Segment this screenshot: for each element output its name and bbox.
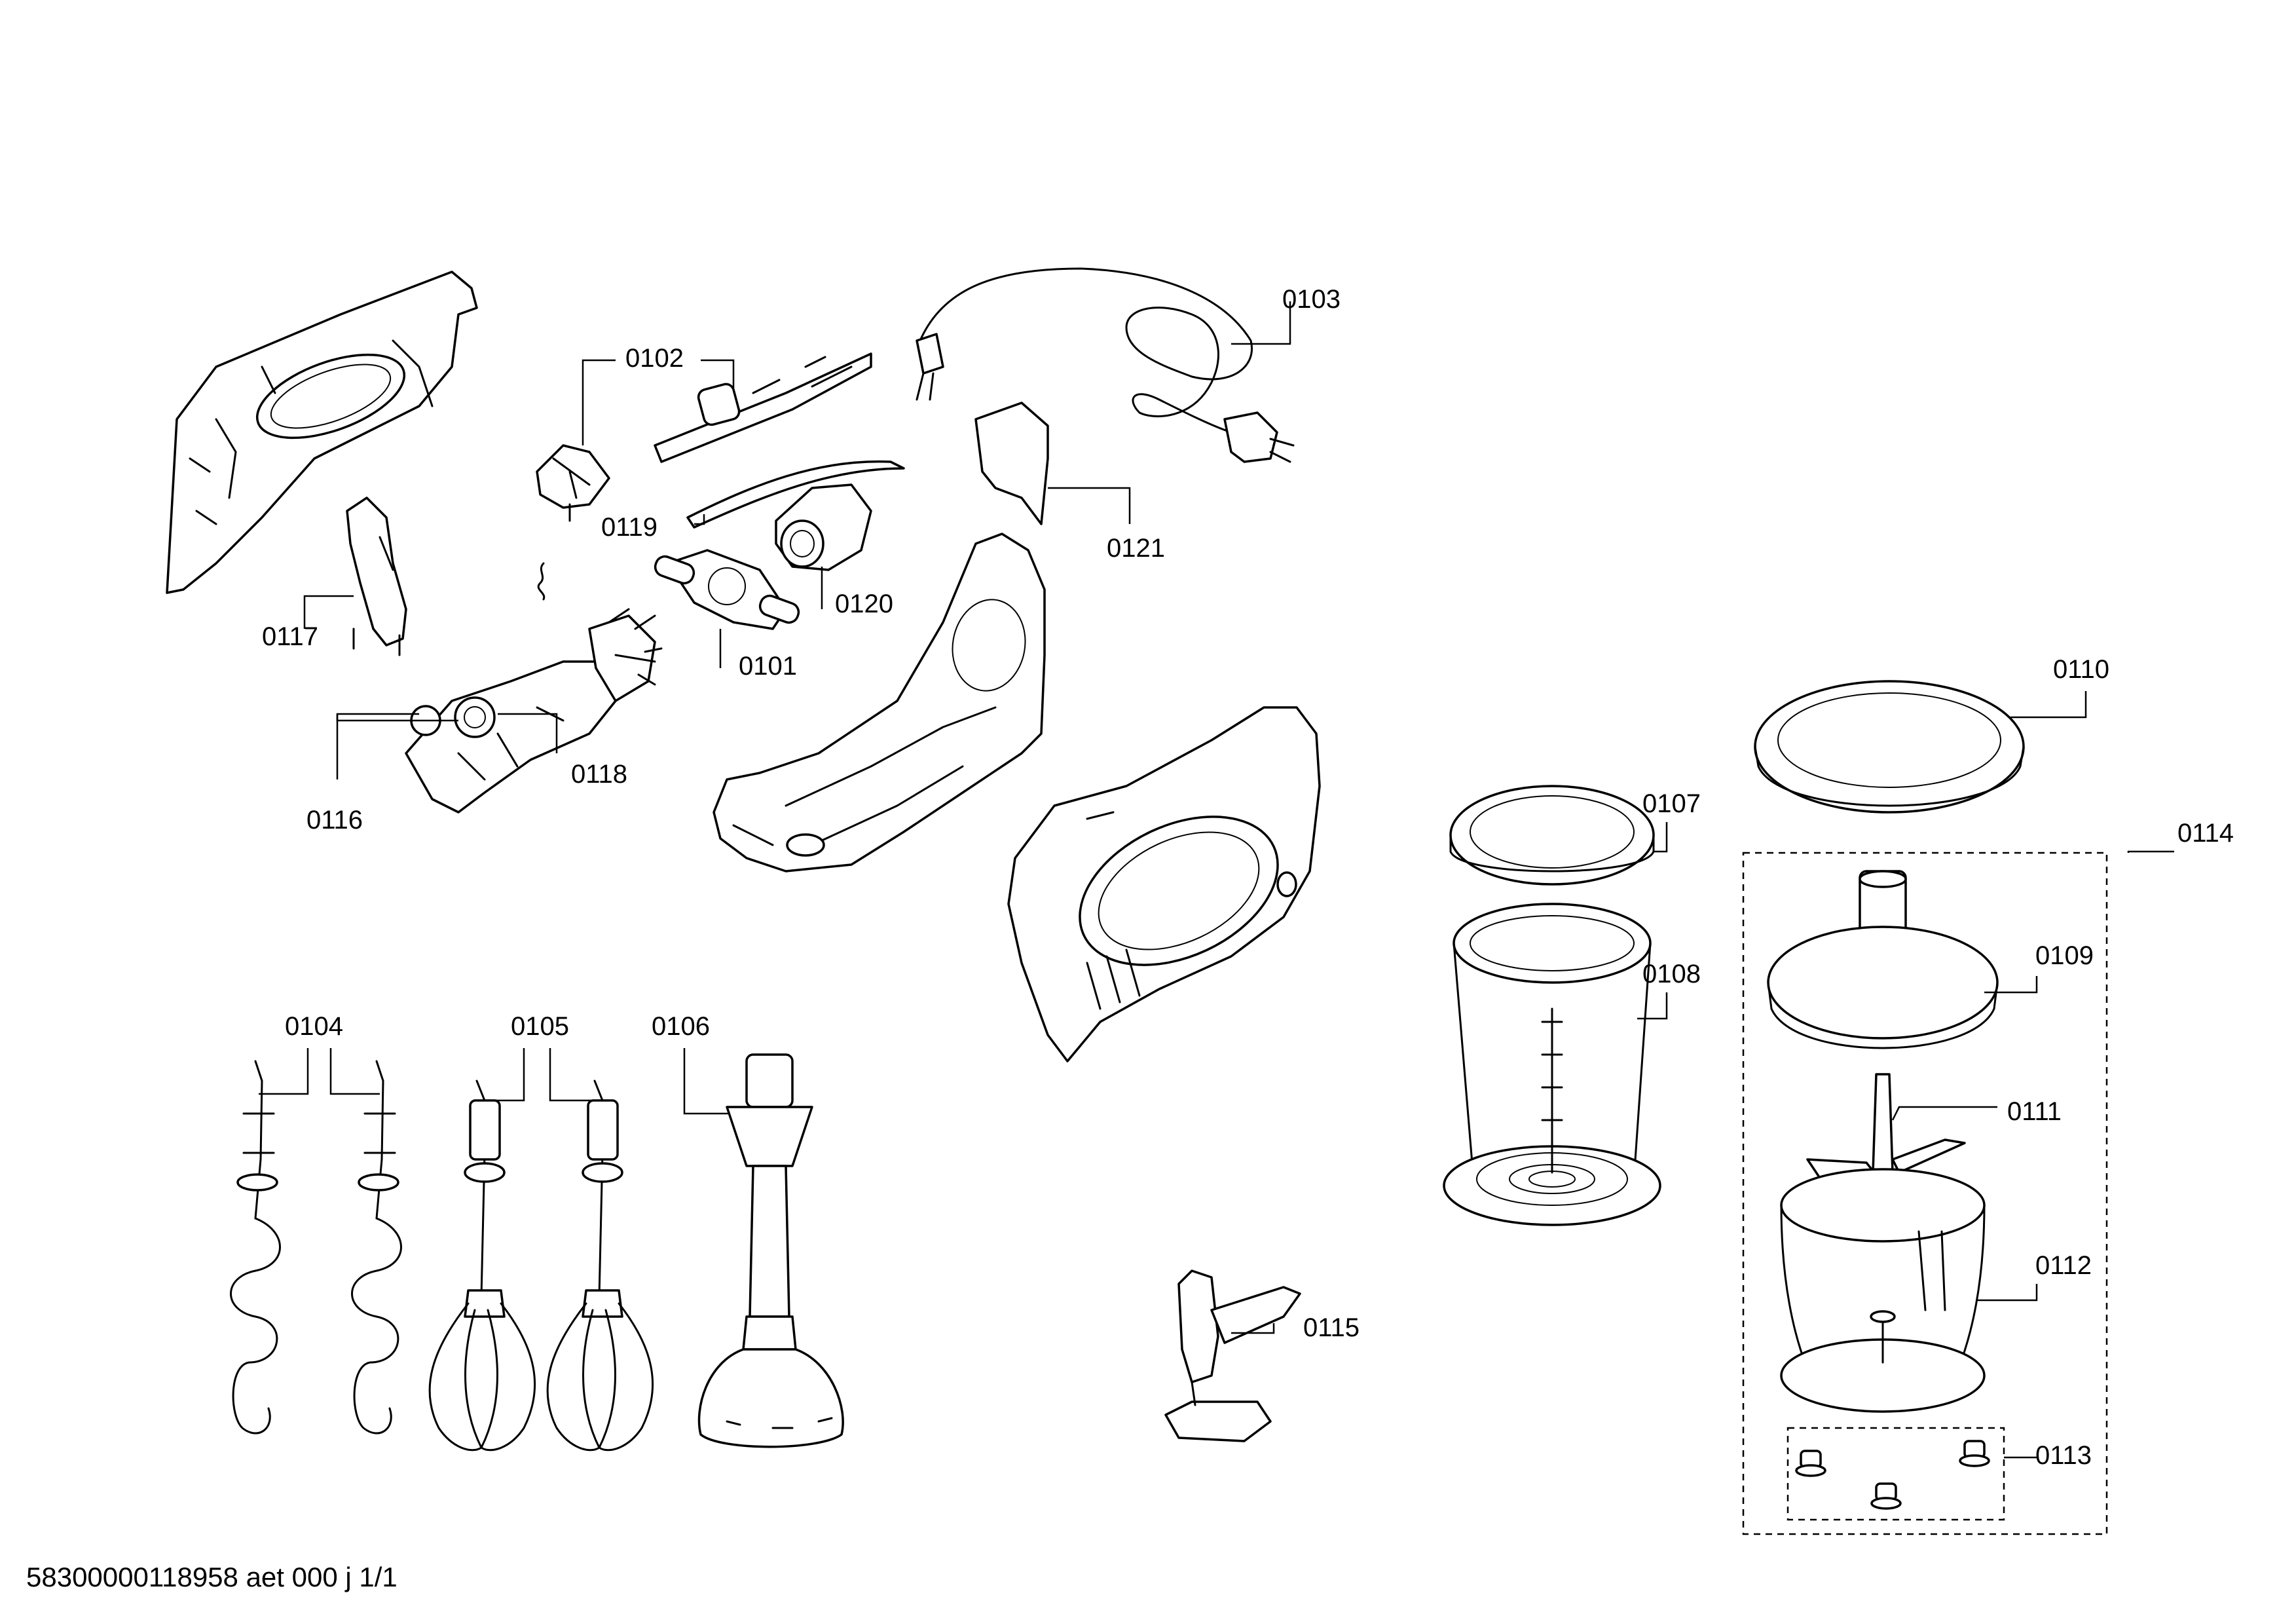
label-0112: 0112 (2035, 1251, 2092, 1280)
chopper-lid-part (1767, 870, 1999, 1049)
label-0109: 0109 (2035, 941, 2094, 970)
chopper-assembly-frame (1742, 852, 2108, 1535)
label-0111: 0111 (2007, 1097, 2062, 1126)
gear-part (654, 549, 800, 630)
label-0103: 0103 (1282, 285, 1341, 314)
label-0102: 0102 (625, 344, 684, 373)
outer-housing-part (1007, 706, 1321, 1062)
label-0114: 0114 (2177, 819, 2234, 848)
feet-frame (1787, 1427, 2005, 1521)
label-0106: 0106 (652, 1012, 710, 1041)
power-cord-part (916, 267, 1295, 463)
handle-support-part (346, 497, 407, 656)
switch-board-part (654, 352, 872, 463)
leader-lines (259, 301, 2174, 1459)
whisk-right-part (546, 1079, 654, 1452)
switch-knob-part (536, 444, 610, 522)
label-0104: 0104 (285, 1012, 343, 1041)
label-0118: 0118 (571, 760, 627, 789)
label-0101: 0101 (739, 652, 797, 681)
label-0107: 0107 (1642, 789, 1701, 818)
label-0105: 0105 (511, 1012, 569, 1041)
flat-cable-part (686, 460, 905, 529)
upper-housing-part (166, 271, 478, 594)
label-0113: 0113 (2035, 1441, 2092, 1470)
label-0121: 0121 (1107, 534, 1165, 563)
label-0116: 0116 (306, 806, 363, 835)
beaker-lid-part (1449, 785, 1655, 886)
rubber-foot-bottom-part (1870, 1482, 1902, 1510)
label-0108: 0108 (1642, 960, 1701, 988)
spring-part (537, 562, 546, 601)
label-0119: 0119 (601, 513, 657, 542)
drive-bushing-part (775, 483, 872, 571)
chopper-blade-part (1806, 1073, 1966, 1180)
rubber-foot-right-part (1959, 1440, 1990, 1467)
blender-stick-part (697, 1053, 844, 1448)
dough-hook-right-part (351, 1060, 402, 1435)
chopper-bowl-part (1780, 1168, 1986, 1413)
label-0120: 0120 (835, 590, 893, 618)
label-0110: 0110 (2053, 655, 2109, 684)
beaker-part (1443, 903, 1661, 1226)
whisk-left-part (428, 1079, 536, 1452)
document-id-footer: 58300000118958 aet 000 j 1/1 (26, 1562, 398, 1592)
lower-housing-part (713, 533, 1046, 873)
motor-assembly-part (405, 608, 663, 814)
blade-insert-part (1164, 1269, 1301, 1442)
dough-hook-left-part (230, 1060, 281, 1435)
label-0115: 0115 (1303, 1313, 1360, 1342)
label-0117: 0117 (262, 622, 318, 651)
seal-ring-part (1754, 680, 2025, 814)
cover-plate-part (974, 402, 1049, 525)
rubber-foot-left-part (1795, 1450, 1826, 1477)
